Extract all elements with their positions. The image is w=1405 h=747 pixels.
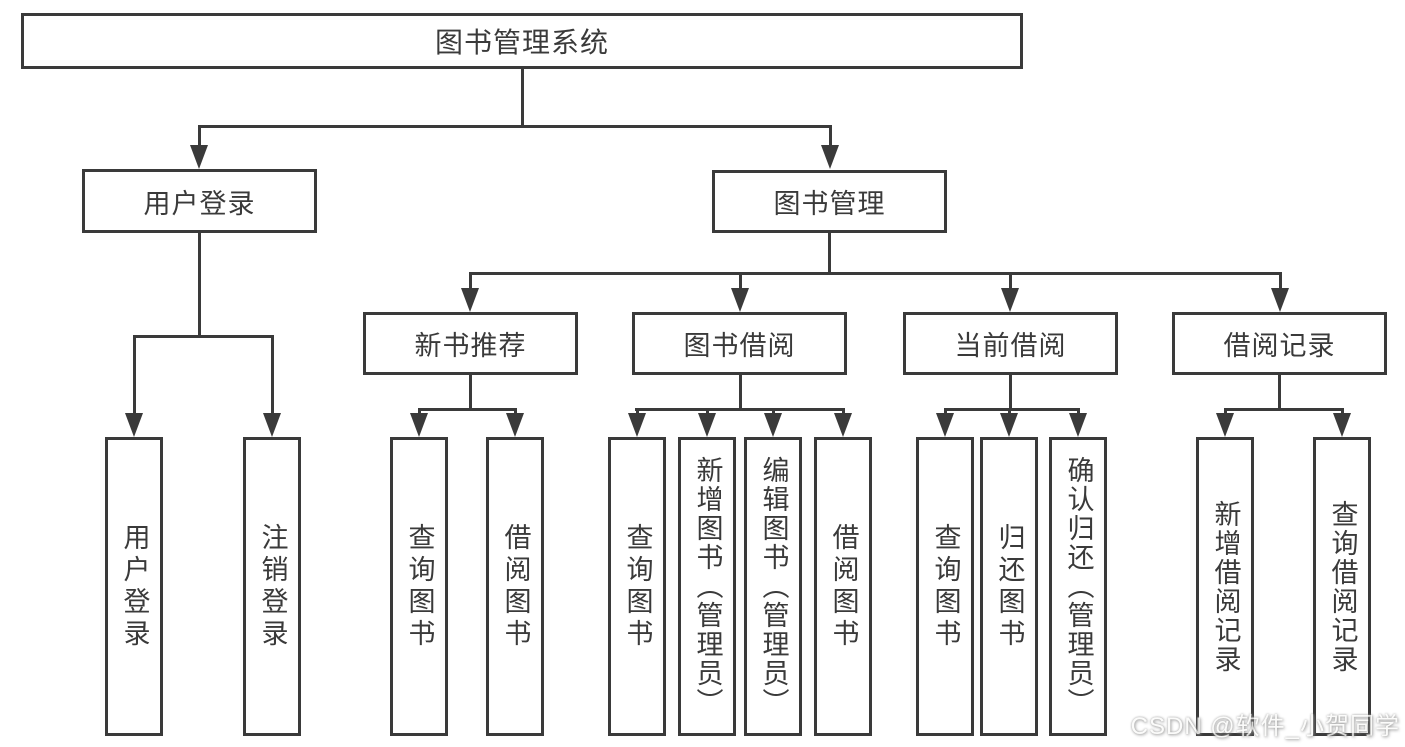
node-current-borrow-label: 当前借阅 bbox=[954, 331, 1067, 361]
leaf-query-borrow-record-label: 查询借阅记录 bbox=[1327, 499, 1358, 674]
node-book-management-label: 图书管理 bbox=[773, 189, 886, 219]
leaf-query-books-1: 查询图书 bbox=[390, 437, 448, 736]
leaf-edit-book-admin: 编辑图书（管理员） bbox=[744, 437, 802, 736]
node-current-borrow: 当前借阅 bbox=[903, 312, 1118, 375]
leaf-borrow-books-2-label: 借阅图书 bbox=[828, 522, 859, 651]
leaf-query-books-3: 查询图书 bbox=[916, 437, 974, 736]
connector-current-borrow-stem bbox=[1009, 375, 1012, 411]
node-new-book-recommend: 新书推荐 bbox=[363, 312, 578, 375]
connector-shaft bbox=[829, 125, 832, 149]
arrow-down-icon bbox=[125, 413, 143, 437]
connector-shaft bbox=[739, 272, 742, 290]
connector-shaft bbox=[514, 408, 517, 416]
connector-recommend-leaves-bar bbox=[418, 408, 516, 411]
leaf-confirm-return-admin-label: 确认归还（管理员） bbox=[1063, 456, 1094, 717]
arrow-down-icon bbox=[1216, 413, 1234, 437]
connector-shaft bbox=[271, 335, 274, 415]
arrow-down-icon bbox=[731, 288, 749, 312]
connector-shaft bbox=[944, 408, 947, 416]
connector-shaft bbox=[1224, 408, 1227, 416]
arrow-down-icon bbox=[410, 413, 428, 437]
connector-root-stem bbox=[521, 69, 524, 128]
connector-shaft bbox=[418, 408, 421, 416]
node-root-label: 图书管理系统 bbox=[434, 27, 609, 58]
connector-book-management-stem bbox=[828, 233, 831, 275]
connector-level3-bar bbox=[469, 272, 1281, 275]
connector-shaft bbox=[842, 408, 845, 416]
arrow-down-icon bbox=[936, 413, 954, 437]
connector-book-borrow-stem bbox=[739, 375, 742, 411]
leaf-borrow-books-1-label: 借阅图书 bbox=[500, 522, 531, 651]
leaf-add-borrow-record-label: 新增借阅记录 bbox=[1210, 499, 1241, 674]
watermark: CSDN @软件_小贺同学 bbox=[1130, 713, 1400, 740]
leaf-add-book-admin-label: 新增图书（管理员） bbox=[692, 456, 723, 717]
arrow-down-icon bbox=[1333, 413, 1351, 437]
connector-shaft bbox=[1279, 272, 1282, 290]
arrow-down-icon bbox=[506, 413, 524, 437]
leaf-user-login-label: 用户登录 bbox=[119, 522, 150, 651]
arrow-down-icon bbox=[1001, 288, 1019, 312]
arrow-down-icon bbox=[698, 413, 716, 437]
connector-user-login-stem bbox=[198, 232, 201, 338]
connector-current-leaves-bar bbox=[944, 408, 1079, 411]
connector-shaft bbox=[1341, 408, 1344, 416]
connector-new-book-recommend-stem bbox=[469, 375, 472, 411]
connector-shaft bbox=[198, 125, 201, 149]
arrow-down-icon bbox=[764, 413, 782, 437]
node-user-login-label: 用户登录 bbox=[143, 188, 256, 219]
connector-shaft bbox=[1009, 272, 1012, 290]
arrow-down-icon bbox=[190, 145, 208, 169]
node-borrow-records-label: 借阅记录 bbox=[1223, 331, 1336, 361]
leaf-edit-book-admin-label: 编辑图书（管理员） bbox=[758, 456, 789, 717]
leaf-user-login: 用户登录 bbox=[105, 437, 163, 736]
connector-shaft bbox=[772, 408, 775, 416]
node-root: 图书管理系统 bbox=[21, 13, 1023, 69]
arrow-down-icon bbox=[834, 413, 852, 437]
arrow-down-icon bbox=[1271, 288, 1289, 312]
leaf-return-books-label: 归还图书 bbox=[994, 522, 1025, 651]
leaf-query-books-1-label: 查询图书 bbox=[404, 522, 435, 651]
connector-level2-bar bbox=[198, 125, 831, 128]
connector-shaft bbox=[1077, 408, 1080, 416]
connector-borrow-records-stem bbox=[1278, 375, 1281, 411]
arrow-down-icon bbox=[821, 145, 839, 169]
leaf-borrow-books-1: 借阅图书 bbox=[486, 437, 544, 736]
leaf-return-books: 归还图书 bbox=[980, 437, 1038, 736]
arrow-down-icon bbox=[263, 413, 281, 437]
connector-shaft bbox=[133, 335, 136, 415]
node-new-book-recommend-label: 新书推荐 bbox=[414, 331, 527, 361]
leaf-add-book-admin: 新增图书（管理员） bbox=[678, 437, 736, 736]
connector-records-leaves-bar bbox=[1224, 408, 1343, 411]
connector-borrow-leaves-bar bbox=[635, 408, 844, 411]
arrow-down-icon bbox=[461, 288, 479, 312]
leaf-query-books-2-label: 查询图书 bbox=[622, 522, 653, 651]
leaf-query-books-2: 查询图书 bbox=[608, 437, 666, 736]
leaf-add-borrow-record: 新增借阅记录 bbox=[1196, 437, 1254, 736]
leaf-query-borrow-record: 查询借阅记录 bbox=[1313, 437, 1371, 736]
arrow-down-icon bbox=[1069, 413, 1087, 437]
node-user-login: 用户登录 bbox=[82, 169, 317, 233]
connector-shaft bbox=[706, 408, 709, 416]
node-book-management: 图书管理 bbox=[712, 170, 947, 233]
connector-shaft bbox=[469, 272, 472, 290]
node-book-borrow-label: 图书借阅 bbox=[683, 331, 796, 361]
arrow-down-icon bbox=[628, 413, 646, 437]
leaf-borrow-books-2: 借阅图书 bbox=[814, 437, 872, 736]
connector-shaft bbox=[636, 408, 639, 416]
leaf-query-books-3-label: 查询图书 bbox=[930, 522, 961, 651]
node-book-borrow: 图书借阅 bbox=[632, 312, 847, 375]
arrow-down-icon bbox=[1000, 413, 1018, 437]
node-borrow-records: 借阅记录 bbox=[1172, 312, 1387, 375]
connector-user-leaves-bar bbox=[133, 335, 274, 338]
leaf-logout-label: 注销登录 bbox=[257, 522, 288, 651]
leaf-confirm-return-admin: 确认归还（管理员） bbox=[1049, 437, 1107, 736]
leaf-logout: 注销登录 bbox=[243, 437, 301, 736]
connector-shaft bbox=[1008, 408, 1011, 416]
